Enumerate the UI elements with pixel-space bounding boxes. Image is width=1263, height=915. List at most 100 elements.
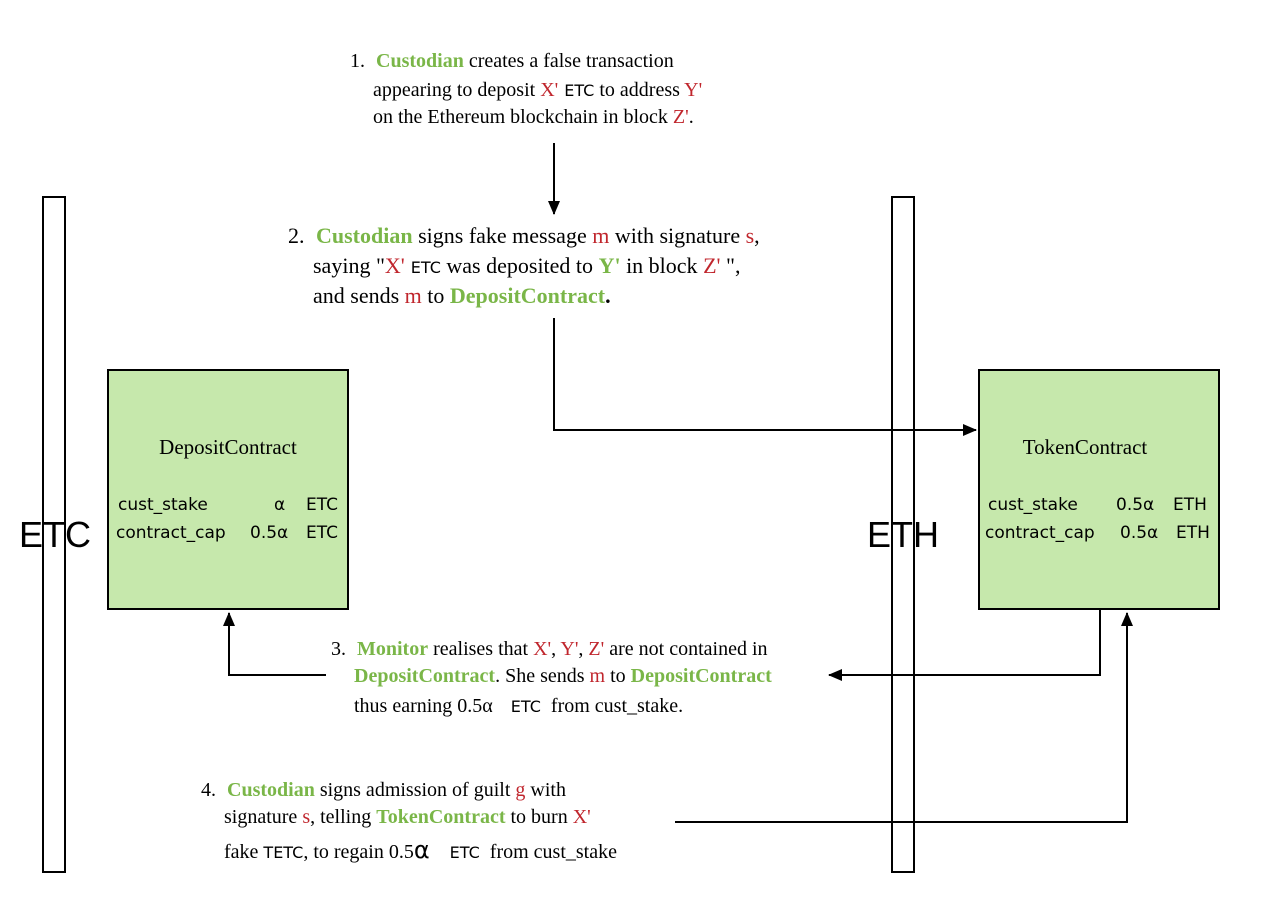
var-y: Y' [599,253,621,278]
step-text: . She sends [495,665,589,687]
var-x: X' [533,638,551,660]
step-text: , [578,638,588,660]
etc-chain-label: ETC [19,514,91,555]
arrow-token-contract-to-step3 [828,610,1101,681]
step-text: was deposited to [441,253,599,278]
eth-chain-pillar [891,196,915,873]
svg-text:4. Custodian signs admis: 4. Custodian signs admission of guilt g … [201,779,566,801]
var-m: m [590,665,606,687]
step-text: saying " [313,253,385,278]
token-contract-box [978,369,1220,610]
custodian-label: Custodian [227,779,315,801]
deposit-contract-title: DepositContract [159,435,297,459]
deposit-field-name: cust_stake [118,495,208,515]
step-1-text: 1. Custodian creates a false transaction… [350,50,702,128]
token-field-unit: ETH [1173,495,1207,515]
deposit-field-unit: ETC [306,523,338,543]
step-text: thus earning 0.5α [354,695,493,717]
step-2-text: 2. Custodian signs fake message m with s… [288,223,760,308]
var-z: Z' [703,253,720,278]
step-text: , [551,638,560,660]
step-text: with [525,779,566,801]
step-text: signature [224,806,302,828]
step-text: creates a false transaction [464,50,674,72]
var-m: m [592,223,609,248]
step-text: to address [594,79,684,101]
step-3-text: 3. Monitor realises that X', Y', Z' are … [331,638,772,717]
token-field-value: 0.5α [1116,495,1154,515]
var-x: X' [573,806,591,828]
step-text: from cust_stake. [551,695,683,717]
svg-text:and sends m to DepositContract: and sends m to DepositContract. [313,283,611,308]
deposit-field-value: 0.5α [250,523,288,543]
svg-text:1. Custodian creates a f: 1. Custodian creates a false transaction [350,50,674,72]
step-text: from cust_stake [490,841,617,863]
step-number: 3. [331,638,346,660]
svg-text:saying "X'ETC was deposited to: saying "X' ETC was deposited to Y' in blo… [313,253,740,278]
svg-text:appearing to deposit X'ETC to: appearing to deposit X' ETC to address Y' [373,79,702,101]
etc-unit: ETC [511,697,541,716]
svg-text:on the Ethereum blockchain in: on the Ethereum blockchain in block Z'. [373,106,694,128]
var-g: g [515,779,525,801]
step-text: to [605,665,631,687]
var-y: Y' [560,638,578,660]
etc-unit: ETC [411,258,441,277]
arrow-step4-to-token-contract [675,612,1133,823]
step-4-text: 4. Custodian signs admission of guilt g … [201,779,617,864]
var-m: m [405,283,422,308]
var-s: s [302,806,310,828]
svg-text:3. Monitor realises that: 3. Monitor realises that X', Y', Z' are … [331,638,768,660]
var-z: Z' [588,638,604,660]
step-text: and sends [313,283,405,308]
var-x: X' [385,253,405,278]
var-s: s [746,223,755,248]
svg-text:DepositContract. She sends m t: DepositContract. She sends m to DepositC… [354,665,772,687]
step-number: 2. [288,223,305,248]
step-text: appearing to deposit [373,79,540,101]
step-text: to burn [506,806,573,828]
deposit-contract-box [107,369,349,610]
deposit-contract-ref: DepositContract [450,283,606,308]
svg-text:2. Custodian signs fake: 2. Custodian signs fake message m with s… [288,223,760,248]
etc-chain-pillar [42,196,66,873]
tetc-unit: TETC [262,843,303,862]
token-field-name: cust_stake [988,495,1078,515]
deposit-contract-ref: DepositContract [631,665,772,687]
custodian-label: Custodian [376,50,464,72]
alpha-symbol: α [414,836,430,864]
var-x: X' [540,79,558,101]
token-field-name: contract_cap [985,523,1095,543]
deposit-contract-ref: DepositContract [354,665,495,687]
token-field-unit: ETH [1176,523,1210,543]
step-text: to [422,283,450,308]
step-text: on the Ethereum blockchain in block [373,106,673,128]
step-text: . [689,106,694,128]
svg-text:signature s, telling TokenCont: signature s, telling TokenContract to bu… [224,806,591,828]
token-contract-ref: TokenContract [376,806,506,828]
token-contract-fields: cust_stake 0.5α ETH contract_cap 0.5α ET… [985,495,1210,543]
deposit-field-unit: ETC [306,495,338,515]
arrow-step3-to-deposit-contract [223,612,326,676]
step-text: ", [720,253,740,278]
step-text: , [754,223,760,248]
step-text: . [605,283,611,308]
deposit-field-name: contract_cap [116,523,226,543]
step-number: 1. [350,50,365,72]
custodian-label: Custodian [316,223,413,248]
step-text: with signature [609,223,745,248]
step-text: fake [224,841,263,863]
step-number: 4. [201,779,216,801]
etc-unit: ETC [564,81,594,100]
monitor-label: Monitor [357,638,428,660]
eth-chain-label: ETH [867,514,939,555]
step-text: , telling [310,806,376,828]
step-text: in block [621,253,704,278]
var-y: Y' [684,79,702,101]
deposit-contract-fields: cust_stake α ETC contract_cap 0.5α ETC [116,495,338,543]
deposit-field-value: α [274,495,285,515]
etc-unit: ETC [450,843,480,862]
